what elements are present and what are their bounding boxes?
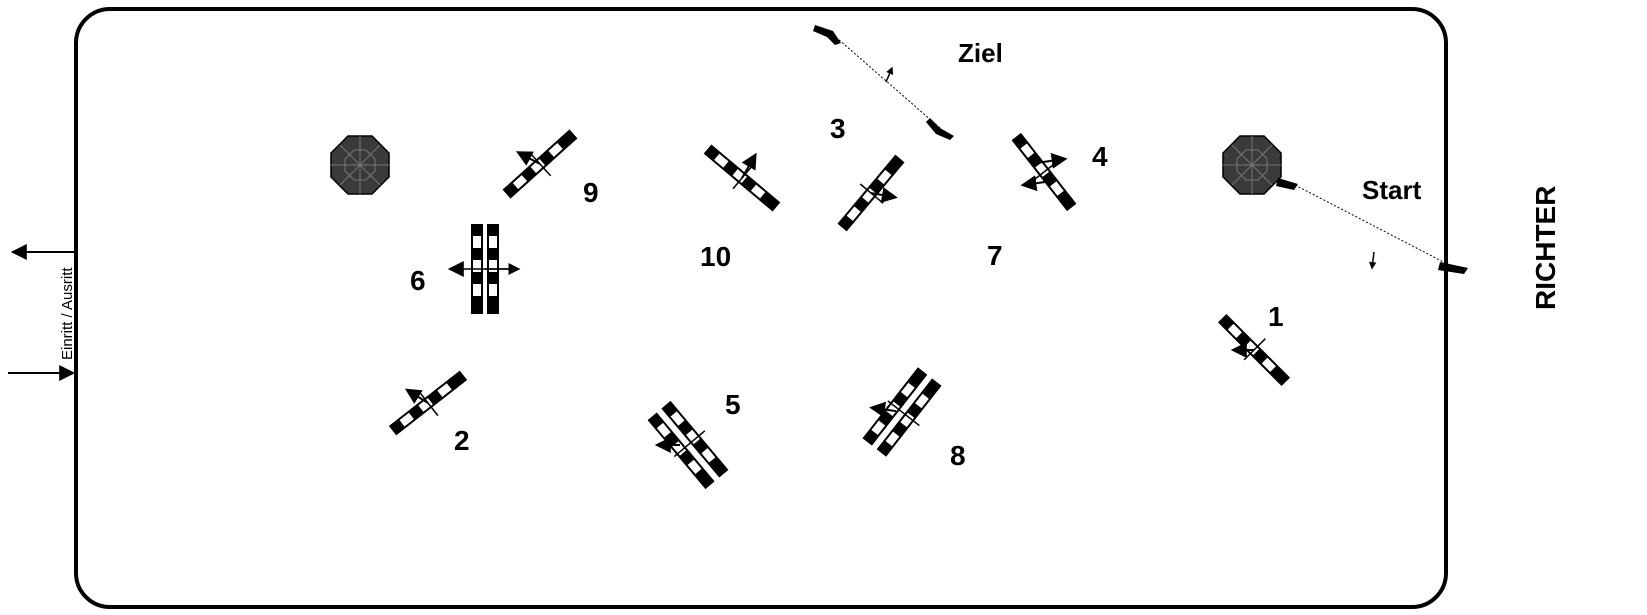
obstacle-number-8: 8 bbox=[950, 440, 966, 471]
arena-border bbox=[74, 7, 1448, 609]
obstacle-9 bbox=[502, 129, 578, 199]
obstacle-2 bbox=[388, 370, 468, 436]
obstacle-5 bbox=[647, 400, 729, 490]
obstacle-number-9: 9 bbox=[583, 177, 599, 208]
obstacle-number-7: 7 bbox=[987, 240, 1003, 271]
tree-left-icon bbox=[330, 135, 390, 195]
start-label: Start bbox=[1362, 175, 1422, 205]
entry-exit-label: Einritt / Ausritt bbox=[59, 267, 76, 360]
judge-label: RICHTER bbox=[1530, 186, 1561, 310]
obstacle-number-6: 6 bbox=[410, 265, 426, 296]
obstacle-number-4: 4 bbox=[1092, 141, 1108, 172]
obstacle-10 bbox=[703, 144, 781, 212]
obstacle-3 bbox=[837, 154, 905, 232]
tree-right-icon bbox=[1222, 135, 1282, 195]
obstacle-number-5: 5 bbox=[725, 389, 741, 420]
obstacle-number-3: 3 bbox=[830, 113, 846, 144]
obstacle-number-10: 10 bbox=[700, 241, 731, 272]
obstacle-8 bbox=[862, 367, 942, 457]
start-line: Start bbox=[1276, 175, 1468, 274]
finish-label: Ziel bbox=[958, 38, 1003, 68]
entry-exit: Einritt / Ausritt bbox=[8, 244, 76, 381]
obstacle-number-1: 1 bbox=[1268, 301, 1284, 332]
finish-line: Ziel bbox=[813, 25, 1003, 140]
obstacle-number-2: 2 bbox=[454, 425, 470, 456]
obstacle-1 bbox=[1217, 313, 1291, 387]
obstacle-4 bbox=[1011, 132, 1077, 212]
